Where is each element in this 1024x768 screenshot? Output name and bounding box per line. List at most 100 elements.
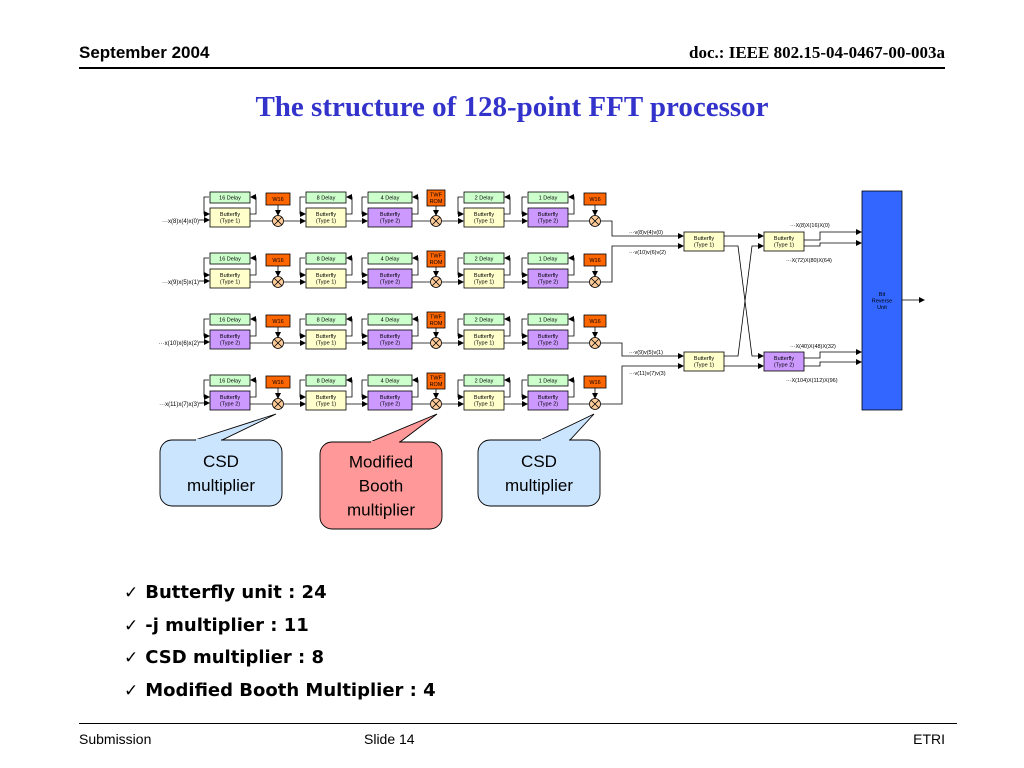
connector-line bbox=[346, 194, 353, 215]
w16-box: W16 bbox=[265, 253, 291, 267]
butterfly-box-rect bbox=[209, 390, 251, 411]
butterfly-box-text: Butterfly bbox=[538, 395, 558, 401]
butterfly-box-rect bbox=[463, 390, 505, 411]
connector-line bbox=[203, 257, 210, 278]
butterfly-box-text: Butterfly bbox=[220, 395, 240, 401]
delay-box: 4 Delay bbox=[367, 252, 413, 265]
delay-box-text: 4 Delay bbox=[381, 378, 400, 384]
header-date: September 2004 bbox=[79, 43, 210, 62]
butterfly-box-rect bbox=[305, 207, 347, 228]
butterfly-box-rect bbox=[527, 207, 569, 228]
w16-box-rect bbox=[583, 375, 607, 389]
multiplier-node bbox=[589, 398, 601, 410]
twf-rom-box-text: ROM bbox=[430, 321, 443, 327]
delay-box-text: 4 Delay bbox=[381, 256, 400, 262]
delay-box: 4 Delay bbox=[367, 191, 413, 204]
w16-box: W16 bbox=[265, 375, 291, 389]
w16-box: W16 bbox=[265, 314, 291, 328]
bit-reverse-unit-text: Bit bbox=[879, 292, 886, 298]
butterfly-box: Butterfly(Type 2) bbox=[527, 329, 569, 350]
butterfly-box: Butterfly(Type 2) bbox=[527, 268, 569, 289]
delay-box: 1 Delay bbox=[527, 374, 569, 387]
w16-box-text: W16 bbox=[589, 380, 600, 386]
butterfly-box-text: Butterfly bbox=[220, 212, 240, 218]
connector-line bbox=[568, 316, 575, 337]
butterfly-box-rect bbox=[367, 329, 413, 350]
butterfly-box-text: (Type 1) bbox=[774, 243, 794, 249]
butterfly-box: Butterfly(Type 1) bbox=[305, 390, 347, 411]
w16-box-rect bbox=[265, 375, 291, 389]
output-label: ···X(72)X(80)X(64) bbox=[786, 258, 832, 264]
connector-line bbox=[804, 349, 862, 359]
input-label: ···x(10)x(6)x(2) bbox=[159, 341, 199, 347]
butterfly-box-text: Butterfly bbox=[474, 212, 494, 218]
w16-box-rect bbox=[583, 253, 607, 267]
butterfly-box: Butterfly(Type 2) bbox=[527, 390, 569, 411]
connector-line bbox=[412, 194, 419, 215]
w16-box-text: W16 bbox=[589, 258, 600, 264]
delay-box-text: 2 Delay bbox=[475, 195, 494, 201]
delay-box: 8 Delay bbox=[305, 313, 347, 326]
delay-box-text: 8 Delay bbox=[317, 378, 336, 384]
butterfly-box-text: (Type 1) bbox=[316, 341, 336, 347]
butterfly-box-text: Butterfly bbox=[316, 273, 336, 279]
connector-line bbox=[361, 379, 368, 400]
connector-line bbox=[601, 243, 684, 283]
butterfly-box-rect bbox=[683, 351, 725, 372]
multiplier-node-cross bbox=[590, 399, 600, 409]
butterfly-box: Butterfly(Type 1) bbox=[463, 207, 505, 228]
connector-line bbox=[361, 196, 368, 217]
connector-line bbox=[568, 194, 575, 215]
butterfly-box-text: Butterfly bbox=[380, 334, 400, 340]
callout-text: multiplier bbox=[505, 476, 573, 495]
footer-slide-number: Slide 14 bbox=[364, 731, 415, 747]
callout-text: CSD bbox=[521, 452, 557, 471]
butterfly-box-text: Butterfly bbox=[380, 273, 400, 279]
callout-tail bbox=[194, 413, 277, 441]
delay-box: 16 Delay bbox=[209, 252, 251, 265]
multiplier-node bbox=[430, 398, 442, 410]
multiplier-node-cross bbox=[590, 277, 600, 287]
connector-line bbox=[346, 255, 353, 276]
butterfly-box: Butterfly(Type 2) bbox=[367, 390, 413, 411]
twf-rom-box-text: ROM bbox=[430, 260, 443, 266]
multiplier-node bbox=[272, 398, 284, 410]
butterfly-box-text: (Type 2) bbox=[538, 341, 558, 347]
butterfly-box-rect bbox=[367, 390, 413, 411]
delay-box-rect bbox=[305, 374, 347, 387]
multiplier-node-cross bbox=[273, 216, 283, 226]
mid-label: ···v(8)v(4)v(0) bbox=[629, 230, 663, 236]
connector-line bbox=[299, 318, 306, 339]
butterfly-box-text: Butterfly bbox=[316, 334, 336, 340]
butterfly-box: Butterfly(Type 1) bbox=[305, 268, 347, 289]
footer-left: Submission bbox=[79, 731, 152, 747]
butterfly-box-text: Butterfly bbox=[380, 395, 400, 401]
butterfly-box-text: Butterfly bbox=[538, 212, 558, 218]
connector-line bbox=[804, 229, 862, 241]
callout-3: CSD multiplier bbox=[477, 413, 601, 507]
slide-title: The structure of 128-point FFT processor bbox=[255, 91, 769, 123]
butterfly-box-text: (Type 1) bbox=[316, 280, 336, 286]
multiplier-node-cross bbox=[431, 277, 441, 287]
connector-line bbox=[804, 359, 862, 367]
butterfly-box-rect bbox=[527, 329, 569, 350]
connector-line bbox=[250, 255, 257, 276]
butterfly-box-text: Butterfly bbox=[316, 395, 336, 401]
delay-box-rect bbox=[463, 191, 505, 204]
delay-box-rect bbox=[209, 252, 251, 265]
delay-box-rect bbox=[527, 252, 569, 265]
header-divider bbox=[79, 67, 945, 69]
delay-box: 1 Delay bbox=[527, 313, 569, 326]
footer-divider bbox=[79, 723, 957, 724]
connector-line bbox=[412, 316, 419, 337]
butterfly-box-text: (Type 1) bbox=[474, 219, 494, 225]
connector-line bbox=[724, 245, 764, 359]
mid-label: ···v(11)v(7)v(3) bbox=[629, 371, 666, 377]
delay-box-rect bbox=[367, 374, 413, 387]
butterfly-box: Butterfly(Type 2) bbox=[367, 207, 413, 228]
butterfly-box-text: (Type 2) bbox=[538, 402, 558, 408]
callout-text: multiplier bbox=[347, 501, 415, 520]
delay-box-rect bbox=[209, 191, 251, 204]
